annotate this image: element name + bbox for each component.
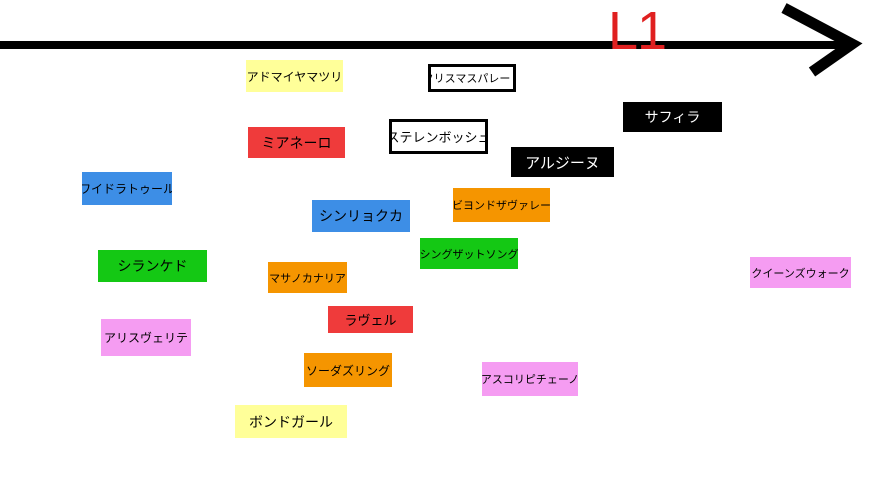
horse-tag-sapphira: サフィラ [623,102,722,132]
horse-tag-admaiyamatsuri: アドマイヤマツリ [246,60,343,92]
axis-label: L1 [608,1,667,61]
arrowhead-icon [781,3,863,77]
horse-tag-soda-sling: ソーダズリング [304,353,392,387]
horse-tag-shirankedo: シランケド [98,250,207,282]
horse-tag-ascoli-piceno: アスコリピチェーノ [482,362,578,396]
horse-tag-waidoratouru: ワイドラトゥール [82,172,172,205]
horse-tag-sing-that-song: シングザットソング [420,238,518,269]
horse-tag-ravel: ラヴェル [328,306,413,333]
horse-tag-queens-walk: クイーンズウォーク [750,257,851,288]
horse-tag-bond-girl: ボンドガール [235,405,347,438]
horse-tag-aris-verite: アリスヴェリテ [101,319,191,356]
horse-tag-stellenbosch: ステレンボッシュ [389,119,488,154]
horse-tag-christmas-parade: クリスマスパレード [428,64,516,92]
horse-tag-mianero: ミアネーロ [248,127,345,158]
horse-tag-beyond-the-valley: ビヨンドザヴァレー [453,188,550,222]
horse-tag-masanokanaria: マサノカナリア [268,262,347,293]
horse-tag-shinryokuka: シンリョクカ [312,200,410,232]
horse-tag-algiene: アルジーヌ [511,147,614,177]
